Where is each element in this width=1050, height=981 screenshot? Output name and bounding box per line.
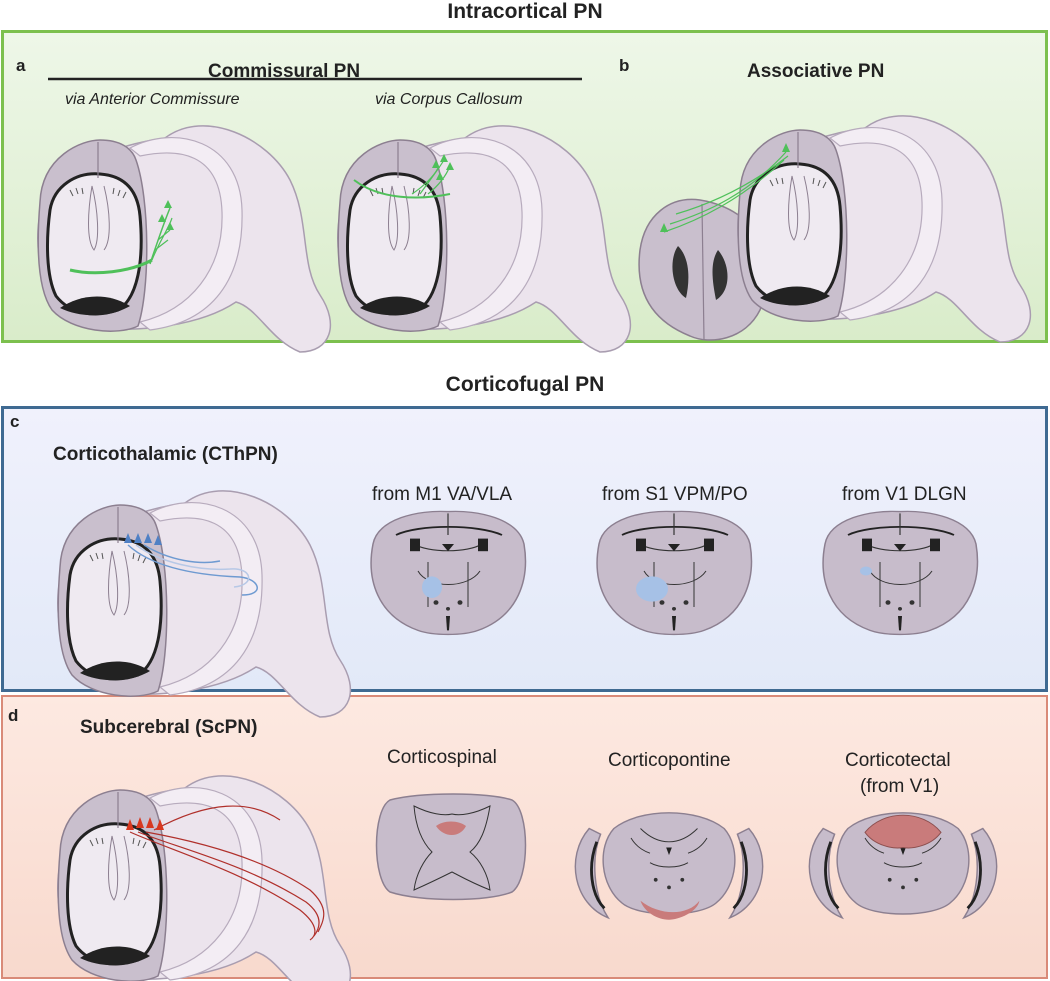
brain-corpus-callosum — [336, 124, 632, 354]
brain-anterior-commissure — [36, 124, 332, 354]
panel-a-letter: a — [16, 56, 26, 75]
section-corticotectal — [807, 811, 999, 920]
panel-a-title: Commissural PN — [208, 61, 361, 82]
panel-d-section-label-tectal: Corticotectal — [845, 750, 951, 771]
panel-a-subtitle-left: via Anterior Commissure — [65, 91, 240, 108]
panel-c-title: Corticothalamic (CThPN) — [53, 444, 278, 465]
section-corticopontine — [573, 811, 765, 920]
header-intracortical: Intracortical PN — [447, 0, 603, 23]
section-v1 — [822, 510, 979, 636]
panel-c-letter: c — [10, 412, 20, 431]
section-s1 — [596, 510, 753, 636]
panel-b-title: Associative PN — [747, 61, 885, 82]
panel-b-letter: b — [619, 56, 630, 75]
panel-d-section-label-tectal-sub: (from V1) — [860, 776, 940, 797]
brain-associative — [638, 114, 1032, 344]
section-corticospinal — [375, 793, 527, 901]
panel-d-section-label-pontine: Corticopontine — [608, 750, 731, 771]
panel-c-section-label-m1: from M1 VA/VLA — [372, 484, 513, 505]
section-m1 — [370, 510, 527, 636]
panel-c-section-label-v1: from V1 DLGN — [842, 484, 967, 505]
panel-d-letter: d — [8, 706, 19, 725]
brain-subcerebral — [56, 774, 352, 981]
panel-c-section-label-s1: from S1 VPM/PO — [602, 484, 748, 505]
header-corticofugal: Corticofugal PN — [445, 373, 605, 396]
panel-d-title: Subcerebral (ScPN) — [80, 717, 258, 738]
brain-corticothalamic — [56, 489, 352, 719]
panel-a-subtitle-right: via Corpus Callosum — [375, 91, 523, 108]
panel-d-section-label-spinal: Corticospinal — [387, 747, 497, 768]
